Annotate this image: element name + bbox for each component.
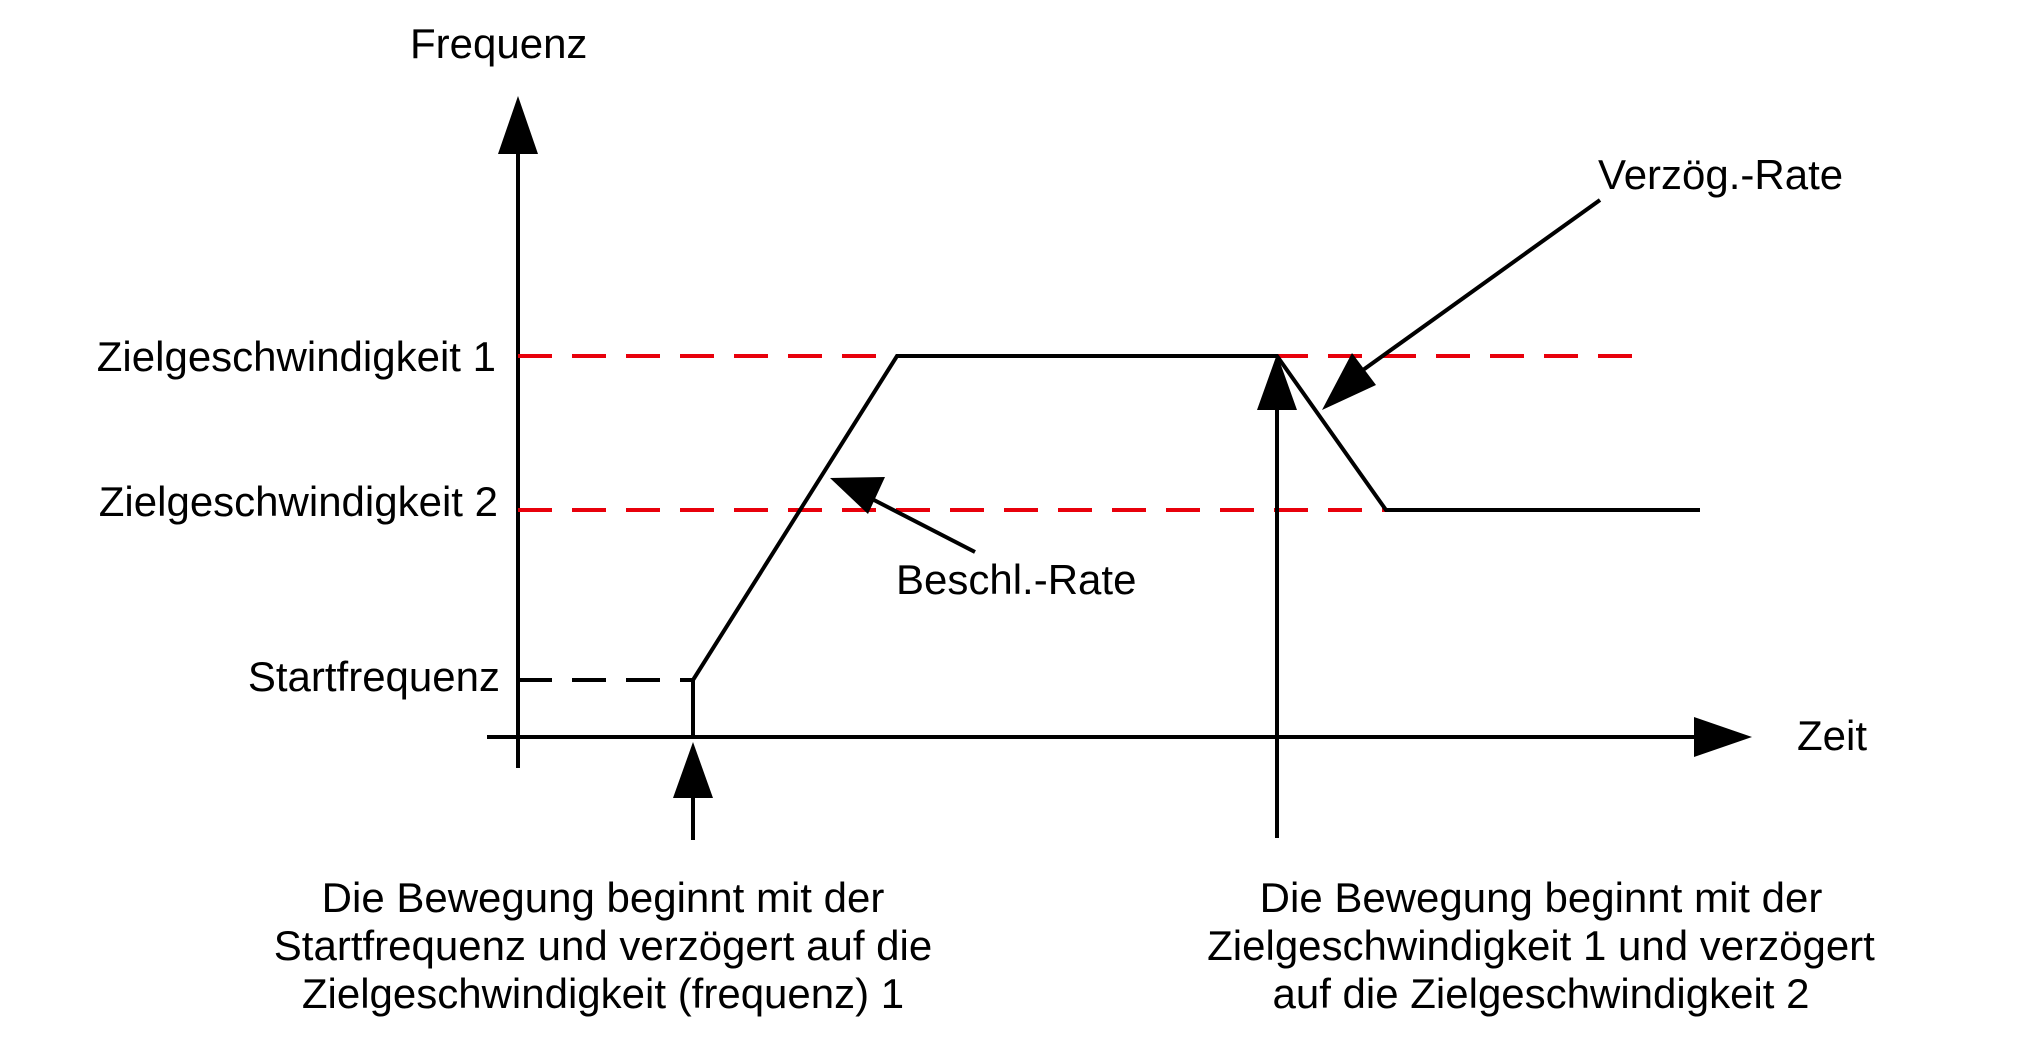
target-speed-2-label: Zielgeschwindigkeit 2 — [99, 478, 498, 525]
decel-rate-pointer — [1361, 198, 1602, 372]
decel-rate-pointer-head — [1322, 353, 1376, 410]
start-marker-arrowhead — [673, 742, 713, 798]
speed-profile-line — [691, 354, 1700, 737]
y-axis-arrowhead — [498, 96, 538, 154]
y-axis-label: Frequenz — [410, 20, 587, 67]
accel-rate-pointer — [873, 498, 976, 554]
start-frequency-label: Startfrequenz — [248, 653, 500, 700]
right-note-line-1: Die Bewegung beginnt mit der — [1260, 874, 1823, 921]
decel-marker-arrowhead — [1257, 354, 1297, 410]
accel-rate-label: Beschl.-Rate — [896, 556, 1136, 603]
right-note-line-2: Zielgeschwindigkeit 1 und verzögert — [1207, 922, 1875, 969]
target-speed-1-label: Zielgeschwindigkeit 1 — [97, 333, 496, 380]
decel-rate-label: Verzög.-Rate — [1598, 151, 1843, 198]
accel-rate-pointer-head — [830, 477, 885, 514]
left-note-line-1: Die Bewegung beginnt mit der — [322, 874, 885, 921]
right-note-line-3: auf die Zielgeschwindigkeit 2 — [1273, 970, 1810, 1017]
x-axis-arrowhead — [1694, 717, 1752, 757]
left-note-line-3: Zielgeschwindigkeit (frequenz) 1 — [302, 970, 904, 1017]
left-note-line-2: Startfrequenz und verzögert auf die — [274, 922, 932, 969]
x-axis-label: Zeit — [1797, 712, 1867, 759]
